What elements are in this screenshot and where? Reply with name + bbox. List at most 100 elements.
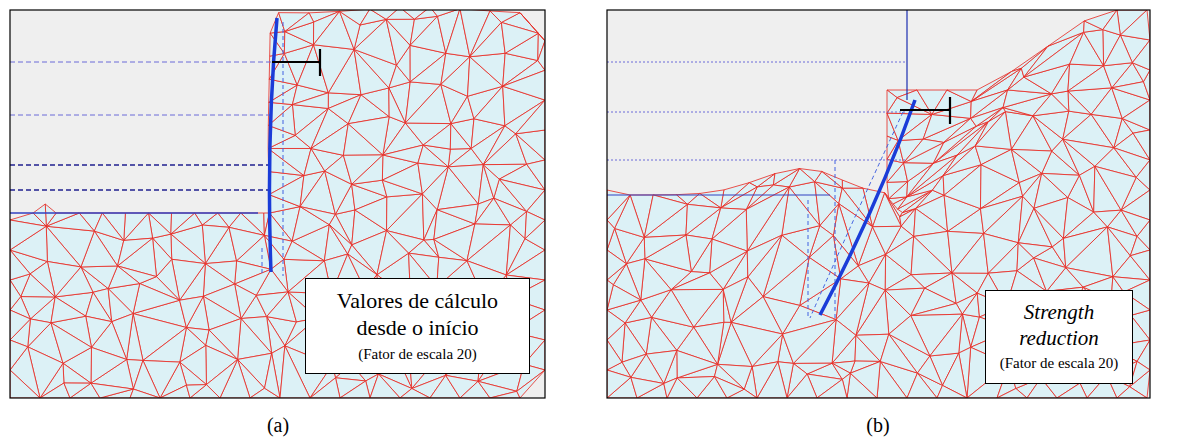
mesh-element xyxy=(437,204,478,224)
mesh-element xyxy=(202,225,229,264)
mesh-element xyxy=(386,19,414,45)
mesh-element xyxy=(285,13,314,32)
excavation-base xyxy=(607,195,830,196)
mesh-element xyxy=(503,70,545,100)
mesh-element xyxy=(714,377,744,398)
mesh-element xyxy=(10,310,30,340)
panel-b-mesh xyxy=(607,10,1150,398)
mesh-element xyxy=(1104,63,1133,88)
mesh-element xyxy=(607,280,613,310)
mesh-element xyxy=(348,117,389,155)
mesh-element xyxy=(269,176,304,207)
mesh-element xyxy=(10,250,30,280)
strut-line xyxy=(10,62,272,63)
mesh-element xyxy=(143,328,186,363)
caption-box: Valores de cálculo desde o início(Fator … xyxy=(305,278,530,374)
strut-line xyxy=(607,62,907,63)
mesh-element xyxy=(607,190,630,220)
mesh-element xyxy=(133,284,180,314)
strut-line xyxy=(10,164,270,165)
mesh-element xyxy=(441,57,470,97)
mesh-element xyxy=(352,155,383,184)
caption-box: Strength reduction(Fator de escala 20) xyxy=(985,290,1133,384)
mesh-element xyxy=(180,296,204,327)
mesh-element xyxy=(311,124,348,156)
mesh-element xyxy=(124,213,153,240)
mesh-element xyxy=(1136,160,1150,190)
mesh-element xyxy=(171,213,202,234)
mesh-element xyxy=(538,41,545,70)
mesh-element xyxy=(1120,10,1150,40)
mesh-element xyxy=(842,180,863,188)
mesh-element xyxy=(1122,100,1150,130)
mesh-element xyxy=(490,11,520,22)
mesh-element xyxy=(422,167,448,210)
mesh-element xyxy=(520,13,545,41)
mesh-element xyxy=(1079,166,1094,212)
mesh-element xyxy=(880,334,917,373)
mesh-element xyxy=(387,231,424,254)
mesh-element xyxy=(64,383,91,398)
mesh-element xyxy=(10,370,40,398)
case-title: Strength reduction xyxy=(994,300,1124,351)
mesh-element xyxy=(329,225,351,254)
mesh-element xyxy=(1084,30,1104,66)
mesh-element xyxy=(712,208,746,239)
mesh-element xyxy=(171,234,205,264)
mesh-element xyxy=(783,320,836,364)
mesh-element xyxy=(410,53,446,84)
mesh-element xyxy=(911,236,952,274)
mesh-element xyxy=(962,293,979,317)
mesh-element xyxy=(355,197,387,231)
wall-initial xyxy=(283,22,284,276)
mesh-element xyxy=(747,235,782,277)
mesh-element xyxy=(51,297,86,323)
mesh-element xyxy=(1048,21,1084,46)
mesh-element xyxy=(383,145,423,163)
panel-label: (a) xyxy=(267,414,289,437)
mesh-element xyxy=(997,388,1027,398)
mesh-element xyxy=(284,241,324,261)
mesh-element xyxy=(1034,208,1063,247)
strut-line xyxy=(607,160,907,161)
mesh-element xyxy=(186,385,206,398)
mesh-element xyxy=(1121,210,1150,236)
mesh-element xyxy=(686,204,721,235)
mesh-element xyxy=(641,259,671,300)
mesh-element xyxy=(430,10,460,16)
mesh-element xyxy=(46,226,81,267)
mesh-element xyxy=(850,361,880,398)
mesh-element xyxy=(10,340,28,370)
mesh-element xyxy=(1018,243,1052,258)
mesh-element xyxy=(63,363,91,383)
mesh-element xyxy=(887,182,908,199)
mesh-element xyxy=(45,204,56,226)
mesh-element xyxy=(91,383,133,398)
mesh-element xyxy=(91,347,127,383)
mesh-element xyxy=(10,220,46,250)
mesh-element xyxy=(773,169,799,185)
mesh-element xyxy=(310,378,340,398)
wall-and-struts xyxy=(10,18,320,276)
panel-label: (b) xyxy=(866,414,889,437)
deformed-mesh xyxy=(10,10,545,398)
mesh-element xyxy=(607,370,631,398)
mesh-element xyxy=(664,378,677,398)
mesh-element xyxy=(343,155,382,184)
mesh-element xyxy=(607,220,615,250)
strut-line xyxy=(10,189,270,190)
mesh-element xyxy=(94,213,123,240)
excavation-face xyxy=(906,10,907,100)
mesh-element xyxy=(1132,40,1150,70)
mesh-element xyxy=(389,88,406,123)
anchor-symbol xyxy=(272,49,320,76)
mesh-element xyxy=(340,381,370,398)
mesh-element xyxy=(124,213,149,240)
mesh-element xyxy=(677,350,718,378)
mesh-element xyxy=(1051,91,1068,111)
mesh-element xyxy=(1042,173,1080,197)
mesh-element xyxy=(971,68,1021,101)
mesh-element xyxy=(118,238,153,266)
mesh-element xyxy=(474,86,505,126)
